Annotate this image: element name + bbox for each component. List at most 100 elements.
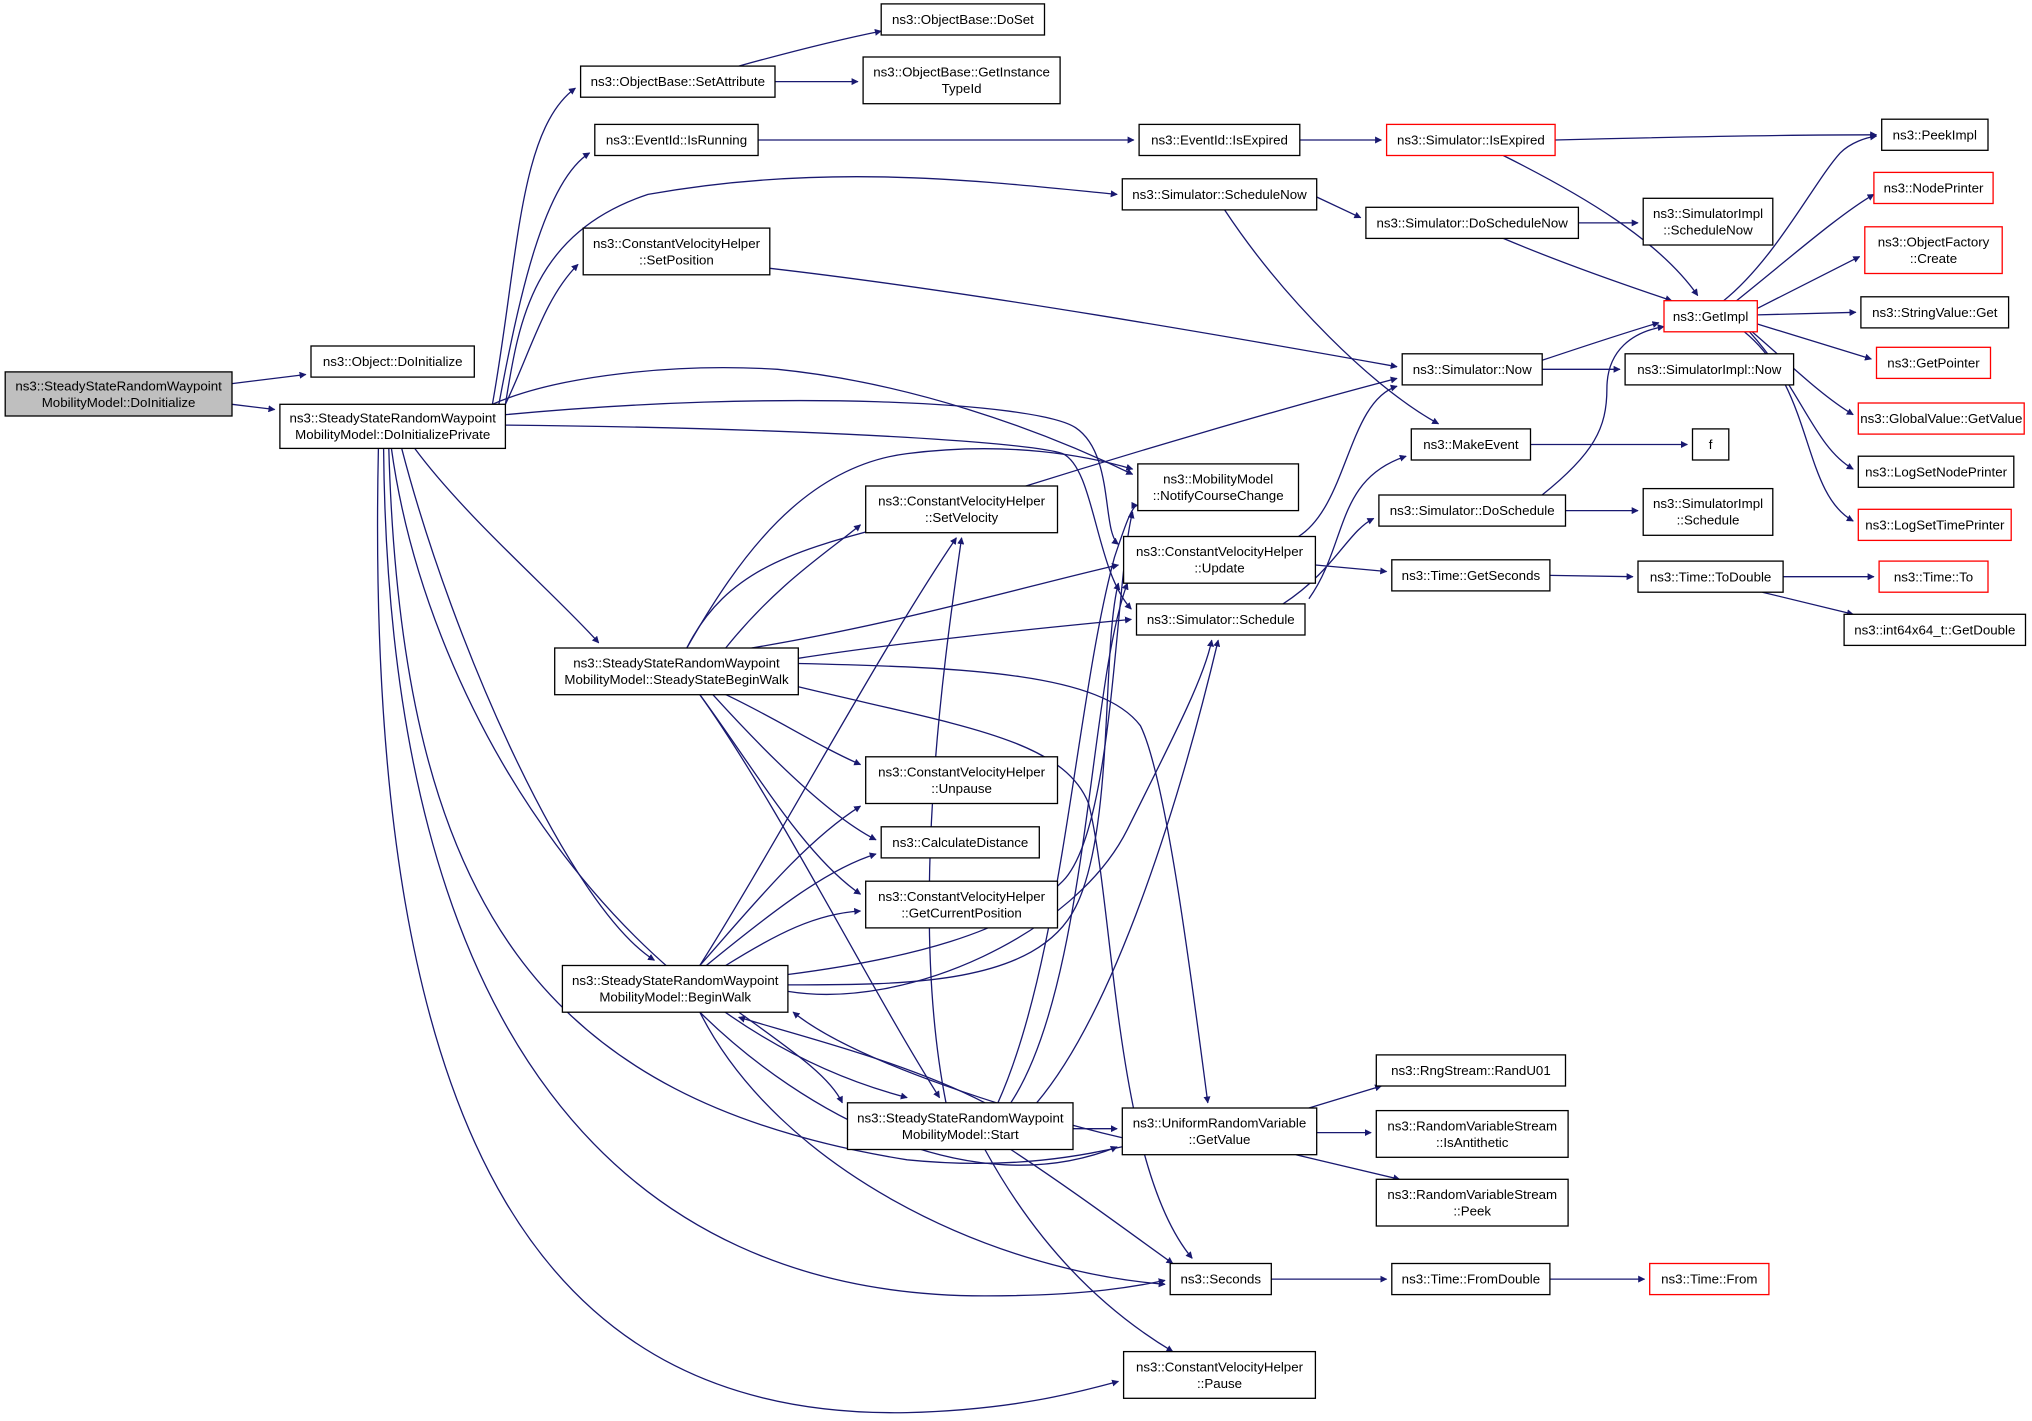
node-box[interactable] [279,403,507,450]
node-box[interactable] [1691,428,1730,461]
node-box[interactable] [310,345,475,378]
node-box[interactable] [1401,353,1543,386]
node-peek[interactable]: ns3::PeekImpl [1881,118,1989,151]
node-randu01[interactable]: ns3::RngStream::RandU01 [1375,1054,1567,1087]
node-box[interactable] [1138,123,1301,157]
node-fromdbl[interactable]: ns3::Time::FromDouble [1391,1262,1551,1296]
node-calcdist[interactable]: ns3::CalculateDistance [880,826,1040,859]
node-box[interactable] [594,123,759,157]
node-box[interactable] [554,647,799,696]
node-box[interactable] [865,756,1059,805]
node-getimpl[interactable]: ns3::GetImpl [1663,300,1758,333]
node-box[interactable] [1642,197,1774,246]
node-box[interactable] [582,227,771,276]
node-root[interactable]: ns3::SteadyStateRandomWaypointMobilityMo… [4,371,233,417]
node-globget[interactable]: ns3::GlobalValue::GetValue [1857,402,2025,435]
node-start[interactable]: ns3::SteadyStateRandomWaypointMobilityMo… [846,1102,1074,1151]
node-pause[interactable]: ns3::ConstantVelocityHelper::Pause [1122,1350,1317,1399]
node-rvspeek[interactable]: ns3::RandomVariableStream::Peek [1375,1178,1569,1227]
node-box[interactable] [1135,603,1306,636]
node-isexp[interactable]: ns3::EventId::IsExpired [1138,123,1301,157]
node-box[interactable] [1391,559,1551,592]
node-objfact[interactable]: ns3::ObjectFactory::Create [1864,226,2003,275]
node-timeto[interactable]: ns3::Time::To [1878,560,1989,593]
node-implschednow[interactable]: ns3::SimulatorImpl::ScheduleNow [1642,197,1774,246]
node-box[interactable] [1878,560,1989,593]
node-box[interactable] [1137,463,1300,512]
node-box[interactable] [1122,535,1317,584]
node-logtime[interactable]: ns3::LogSetTimePrinter [1857,508,2012,542]
node-box[interactable] [579,65,776,98]
node-box[interactable] [1365,206,1580,240]
node-box[interactable] [1391,1262,1551,1296]
node-unpause[interactable]: ns3::ConstantVelocityHelper::Unpause [865,756,1059,805]
node-urvget[interactable]: ns3::UniformRandomVariable::GetValue [1121,1107,1318,1156]
node-box[interactable] [1857,402,2025,435]
node-beginwalk[interactable]: ns3::SteadyStateRandomWaypointMobilityMo… [561,964,789,1013]
node-isrun[interactable]: ns3::EventId::IsRunning [594,123,759,157]
node-implsched[interactable]: ns3::SimulatorImpl::Schedule [1642,487,1774,536]
node-box[interactable] [1857,455,2015,488]
node-box[interactable] [1637,560,1784,593]
node-box[interactable] [1375,1178,1569,1227]
node-box[interactable] [1649,1262,1770,1296]
node-box[interactable] [1375,1054,1567,1087]
node-implnow[interactable]: ns3::SimulatorImpl::Now [1624,353,1795,386]
node-f[interactable]: f [1691,428,1730,461]
node-todouble[interactable]: ns3::Time::ToDouble [1637,560,1784,593]
node-timefrom[interactable]: ns3::Time::From [1649,1262,1770,1296]
node-notify[interactable]: ns3::MobilityModel::NotifyCourseChange [1137,463,1300,512]
node-box[interactable] [846,1102,1074,1151]
node-box[interactable] [1121,178,1318,211]
node-box[interactable] [1860,296,2010,329]
node-box[interactable] [1881,118,1989,151]
node-schednow[interactable]: ns3::Simulator::ScheduleNow [1121,178,1318,211]
node-dosched[interactable]: ns3::Simulator::DoSchedule [1378,494,1567,527]
node-cvhupd[interactable]: ns3::ConstantVelocityHelper::Update [1122,535,1317,584]
node-box[interactable] [4,371,233,417]
node-box[interactable] [880,3,1046,36]
node-box[interactable] [880,826,1040,859]
node-box[interactable] [1864,226,2003,275]
node-box[interactable] [1121,1107,1318,1156]
node-setvel[interactable]: ns3::ConstantVelocityHelper::SetVelocity [865,485,1059,534]
node-box[interactable] [1642,487,1774,536]
node-setattr[interactable]: ns3::ObjectBase::SetAttribute [579,65,776,98]
node-nodeprinter[interactable]: ns3::NodePrinter [1873,171,1994,205]
node-getcur[interactable]: ns3::ConstantVelocityHelper::GetCurrentP… [865,880,1059,929]
node-strget[interactable]: ns3::StringValue::Get [1860,296,2010,329]
node-simsched[interactable]: ns3::Simulator::Schedule [1135,603,1306,636]
node-box[interactable] [865,880,1059,929]
node-box[interactable] [1873,171,1994,205]
node-box[interactable] [1663,300,1758,333]
node-simisexp[interactable]: ns3::Simulator::IsExpired [1385,123,1556,157]
node-box[interactable] [862,56,1061,105]
node-box[interactable] [1410,428,1532,461]
node-simnow[interactable]: ns3::Simulator::Now [1401,353,1543,386]
node-box[interactable] [1169,1262,1272,1296]
node-objinit[interactable]: ns3::Object::DoInitialize [310,345,475,378]
node-dosched_now[interactable]: ns3::Simulator::DoScheduleNow [1365,206,1580,240]
node-cvhsetpos[interactable]: ns3::ConstantVelocityHelper::SetPosition [582,227,771,276]
node-box[interactable] [865,485,1059,534]
node-makeev[interactable]: ns3::MakeEvent [1410,428,1532,461]
node-box[interactable] [1122,1350,1317,1399]
node-box[interactable] [561,964,789,1013]
node-box[interactable] [1385,123,1556,157]
node-seconds[interactable]: ns3::Seconds [1169,1262,1272,1296]
node-lognode[interactable]: ns3::LogSetNodePrinter [1857,455,2015,488]
node-box[interactable] [1624,353,1795,386]
node-box[interactable] [1378,494,1567,527]
node-box[interactable] [1875,346,1992,380]
node-doinitp[interactable]: ns3::SteadyStateRandomWaypointMobilityMo… [279,403,507,450]
node-int64[interactable]: ns3::int64x64_t::GetDouble [1843,613,2027,647]
node-beginwalkss[interactable]: ns3::SteadyStateRandomWaypointMobilityMo… [554,647,799,696]
node-getsec[interactable]: ns3::Time::GetSeconds [1391,559,1551,592]
node-getptr[interactable]: ns3::GetPointer [1875,346,1992,380]
node-box[interactable] [1843,613,2027,647]
node-isanti[interactable]: ns3::RandomVariableStream::IsAntithetic [1375,1109,1569,1158]
node-box[interactable] [1375,1109,1569,1158]
node-box[interactable] [1857,508,2012,542]
node-doset[interactable]: ns3::ObjectBase::DoSet [880,3,1046,36]
